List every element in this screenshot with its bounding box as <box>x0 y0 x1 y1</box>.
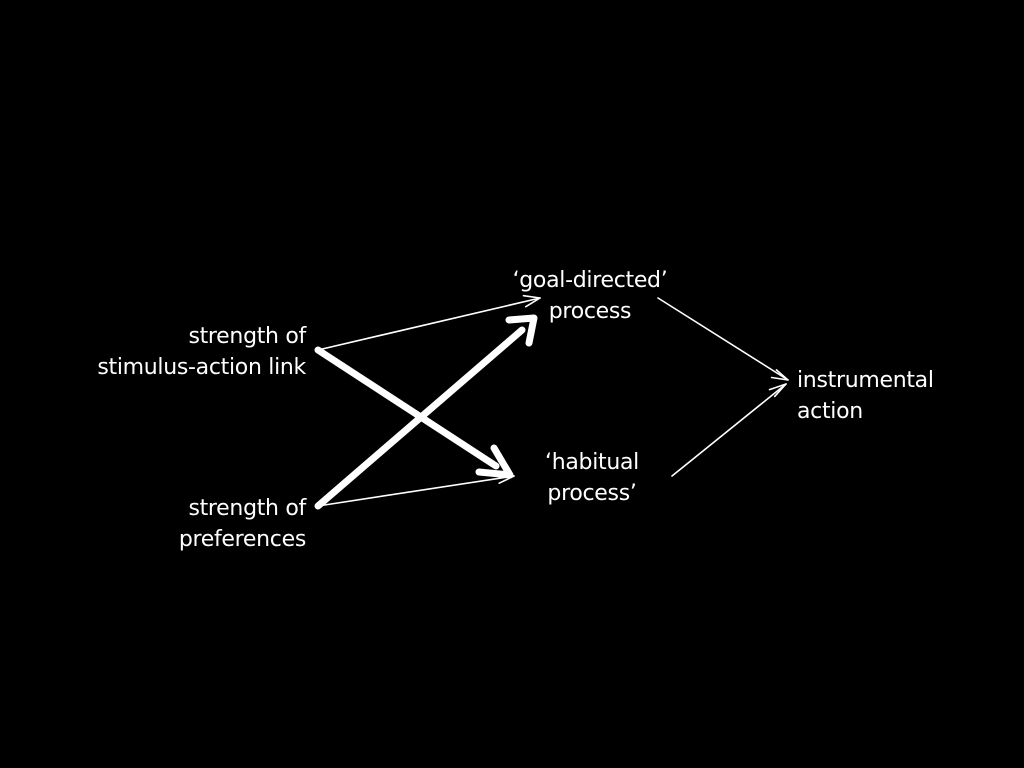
node-label-line: process’ <box>547 481 637 506</box>
edge-stimulus-to-goal <box>317 294 541 351</box>
node-label-line: strength of <box>188 324 306 349</box>
node-stimulus-action-link: strength of stimulus-action link <box>60 321 306 383</box>
edge-goal-to-instrumental <box>657 297 789 381</box>
edge-preferences-to-habitual <box>317 473 515 507</box>
node-label-line: action <box>797 399 863 424</box>
node-label-line: instrumental <box>797 368 934 393</box>
node-instrumental-action: instrumental action <box>797 365 997 427</box>
node-label-line: ‘habitual <box>545 450 639 475</box>
node-label-line: stimulus-action link <box>97 355 306 380</box>
node-label-line: ‘goal-directed’ <box>512 268 668 293</box>
node-habitual-process: ‘habitual process’ <box>506 447 678 509</box>
node-label-line: strength of <box>188 496 306 521</box>
node-label-line: process <box>548 299 632 324</box>
node-goal-directed-process: ‘goal-directed’ process <box>486 265 694 327</box>
edge-habitual-to-instrumental <box>671 383 787 477</box>
edge-preferences-to-goal <box>314 314 538 510</box>
node-preferences: strength of preferences <box>60 493 306 555</box>
node-label-line: preferences <box>178 527 306 552</box>
